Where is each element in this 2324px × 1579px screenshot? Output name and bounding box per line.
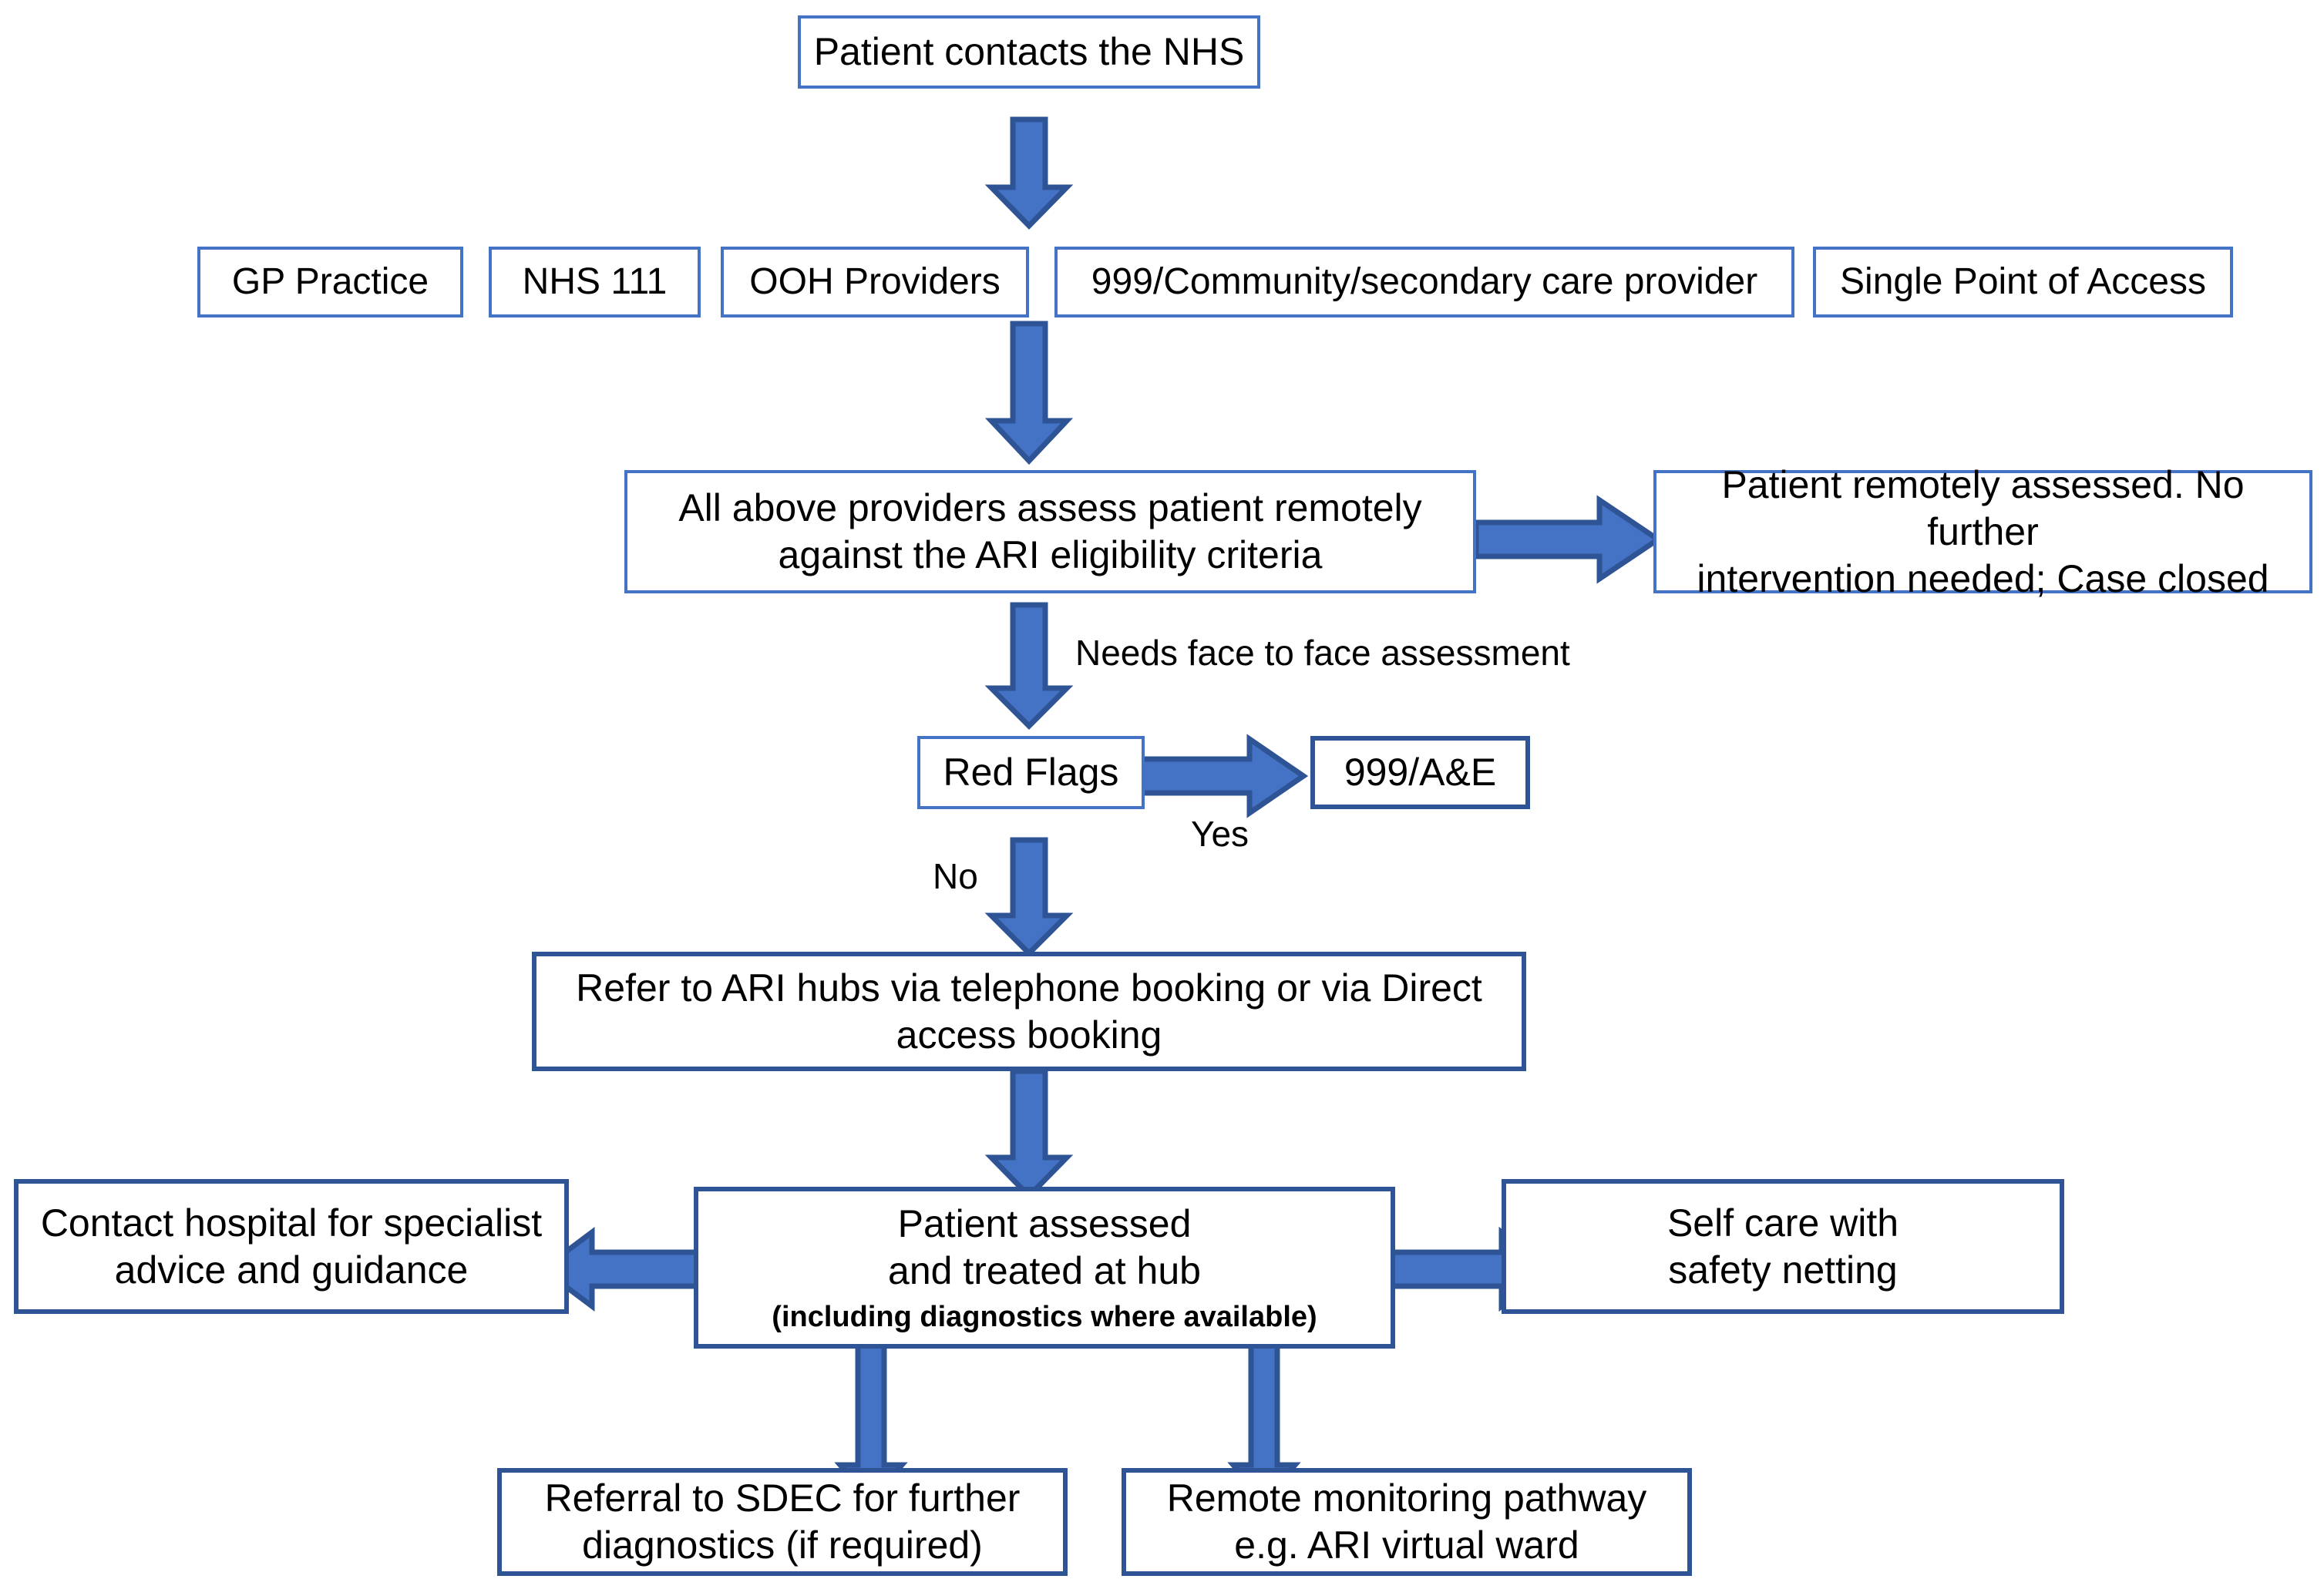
node-specialist-advice-line1: Contact hospital for specialist — [40, 1201, 543, 1245]
arrow-providers-to-remote-assess — [984, 321, 1074, 465]
node-case-closed[interactable]: Patient remotely assessed. No further in… — [1653, 463, 2312, 600]
node-self-care-line2: safety netting — [1668, 1248, 1898, 1292]
node-hub-assessment-line2: and treated at hub — [888, 1248, 1201, 1292]
node-refer-to-ari-hub[interactable]: Refer to ARI hubs via telephone booking … — [532, 952, 1526, 1071]
node-refer-to-ari-hub-line2: access booking — [896, 1013, 1162, 1057]
node-sdec-referral-line2: diagnostics (if required) — [582, 1524, 983, 1567]
node-hub-assessment-line3: (including diagnostics where available) — [772, 1300, 1317, 1333]
node-self-care-line1: Self care with — [1666, 1201, 1899, 1245]
node-remote-assessment[interactable]: All above providers assess patient remot… — [624, 470, 1476, 593]
node-specialist-advice[interactable]: Contact hospital for specialist advice a… — [14, 1179, 569, 1314]
node-red-flags-label: Red Flags — [943, 751, 1119, 794]
node-emergency-999-ae[interactable]: 999/A&E — [1310, 736, 1530, 809]
node-provider-ooh[interactable]: OOH Providers — [721, 247, 1029, 317]
node-provider-gp-practice-label: GP Practice — [231, 260, 429, 302]
edge-label-needs-face-to-face: Needs face to face assessment — [1075, 633, 1570, 673]
node-start[interactable]: Patient contacts the NHS — [798, 15, 1260, 89]
node-remote-monitoring-line2: e.g. ARI virtual ward — [1234, 1524, 1579, 1567]
arrow-remote-assess-to-red-flags — [984, 602, 1074, 730]
arrow-refer-hub-to-hub-assess — [984, 1068, 1074, 1201]
node-sdec-referral[interactable]: Referral to SDEC for further diagnostics… — [497, 1468, 1068, 1576]
node-refer-to-ari-hub-line1: Refer to ARI hubs via telephone booking … — [576, 966, 1482, 1010]
node-provider-999-community-secondary[interactable]: 999/Community/secondary care provider — [1054, 247, 1794, 317]
arrow-start-to-providers — [984, 116, 1074, 230]
node-provider-ooh-label: OOH Providers — [749, 260, 1001, 302]
edge-label-yes: Yes — [1191, 814, 1249, 854]
node-remote-assessment-line2: against the ARI eligibility criteria — [778, 533, 1323, 576]
arrow-red-flags-yes-to-emergency — [1134, 734, 1309, 818]
node-case-closed-line2: intervention needed; Case closed — [1697, 556, 2269, 600]
node-provider-single-point-of-access[interactable]: Single Point of Access — [1813, 247, 2233, 317]
arrow-red-flags-no-to-refer-hub — [984, 837, 1074, 957]
node-remote-monitoring[interactable]: Remote monitoring pathway e.g. ARI virtu… — [1122, 1468, 1692, 1576]
node-self-care[interactable]: Self care with safety netting — [1502, 1179, 2064, 1314]
edge-label-no: No — [933, 856, 978, 896]
node-hub-assessment[interactable]: Patient assessed and treated at hub (inc… — [694, 1187, 1395, 1349]
node-provider-nhs-111-label: NHS 111 — [522, 260, 668, 302]
node-start-label: Patient contacts the NHS — [813, 30, 1245, 73]
node-hub-assessment-line1: Patient assessed — [897, 1201, 1192, 1245]
node-provider-nhs-111[interactable]: NHS 111 — [489, 247, 701, 317]
node-remote-assessment-line1: All above providers assess patient remot… — [678, 486, 1422, 529]
arrow-remote-assess-to-case-closed — [1473, 495, 1663, 584]
node-red-flags[interactable]: Red Flags — [917, 736, 1145, 809]
node-remote-monitoring-line1: Remote monitoring pathway — [1166, 1477, 1647, 1520]
node-sdec-referral-line1: Referral to SDEC for further — [544, 1477, 1021, 1520]
node-provider-gp-practice[interactable]: GP Practice — [197, 247, 463, 317]
node-provider-single-point-of-access-label: Single Point of Access — [1840, 260, 2206, 302]
node-provider-999-community-secondary-label: 999/Community/secondary care provider — [1091, 260, 1758, 302]
node-case-closed-line1: Patient remotely assessed. No further — [1721, 462, 2245, 553]
node-emergency-999-ae-label: 999/A&E — [1344, 751, 1497, 794]
node-specialist-advice-line2: advice and guidance — [114, 1248, 469, 1292]
